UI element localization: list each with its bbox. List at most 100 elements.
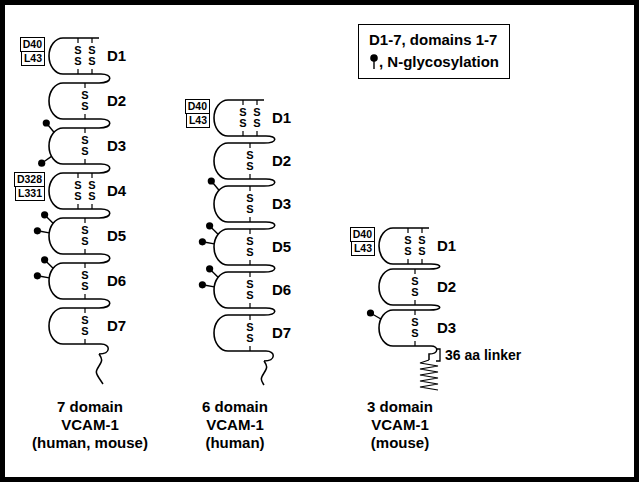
interdomain-segment bbox=[99, 119, 110, 128]
residue-box: D40 bbox=[20, 37, 45, 52]
residue-box: D328 bbox=[14, 172, 45, 187]
disulfide-label: S S bbox=[81, 90, 88, 112]
cytoplasmic-tail bbox=[261, 361, 266, 385]
linker-label: 36 aa linker bbox=[445, 347, 521, 364]
legend-row: , N-glycosylation bbox=[369, 51, 499, 73]
linker-bracket bbox=[436, 349, 440, 361]
disulfide-label: S S bbox=[81, 135, 88, 157]
disulfide-label: S S bbox=[246, 236, 253, 258]
domain-loop bbox=[214, 315, 266, 351]
domain-loop bbox=[379, 269, 431, 305]
domain-label: D7 bbox=[272, 324, 291, 342]
domain-loop bbox=[49, 308, 101, 344]
glycan-stick bbox=[373, 315, 381, 320]
domain-loop bbox=[214, 100, 266, 136]
domain-loop bbox=[214, 143, 266, 179]
residue-box: L331 bbox=[15, 186, 45, 201]
legend-row: D1-7, domains 1-7 bbox=[369, 29, 499, 51]
disulfide-label: S S bbox=[81, 315, 88, 337]
molecule-caption: VCAM-1 bbox=[61, 416, 119, 434]
interdomain-segment bbox=[264, 308, 275, 315]
glycan-stick bbox=[40, 231, 49, 233]
residue-box: L43 bbox=[21, 51, 45, 66]
residue-box: L43 bbox=[351, 241, 375, 256]
residue-label: L331 bbox=[16, 187, 44, 200]
domain-label: D7 bbox=[107, 317, 126, 335]
glycan-dot bbox=[206, 265, 213, 272]
interdomain-segment bbox=[99, 254, 110, 263]
residue-box: D40 bbox=[185, 99, 210, 114]
legend-text: , N-glycosylation bbox=[379, 51, 499, 73]
domain-label: D2 bbox=[107, 92, 126, 110]
interdomain-segment bbox=[99, 74, 110, 83]
glycan-dot bbox=[34, 227, 41, 234]
disulfide-label: S S bbox=[88, 180, 95, 202]
figure-frame bbox=[3, 3, 637, 480]
residue-label: D40 bbox=[186, 100, 209, 113]
domain-label: D3 bbox=[437, 319, 456, 337]
interdomain-segment bbox=[264, 222, 275, 229]
interdomain-segment bbox=[99, 164, 110, 173]
domain-label: D1 bbox=[107, 47, 126, 65]
molecule-caption: 7 domain bbox=[57, 398, 123, 416]
domain-loop bbox=[379, 310, 431, 346]
interdomain-segment bbox=[99, 299, 110, 308]
residue-label: D40 bbox=[21, 38, 44, 51]
domain-label: D5 bbox=[107, 227, 126, 245]
glycan-dot bbox=[367, 309, 374, 316]
legend-text: D1-7, domains 1-7 bbox=[369, 29, 497, 51]
residue-label: L43 bbox=[187, 114, 209, 127]
interdomain-segment bbox=[429, 264, 440, 269]
residue-box: D40 bbox=[350, 227, 375, 242]
legend-box: D1-7, domains 1-7, N-glycosylation bbox=[358, 24, 510, 79]
disulfide-label: S S bbox=[411, 317, 418, 339]
domain-label: D2 bbox=[437, 278, 456, 296]
glycan-dot bbox=[41, 256, 48, 263]
domain-loop bbox=[49, 218, 101, 254]
interdomain-segment bbox=[264, 179, 275, 186]
domain-loop bbox=[49, 263, 101, 299]
molecule-caption: (mouse) bbox=[371, 434, 429, 452]
disulfide-label: S S bbox=[88, 45, 95, 67]
disulfide-label: S S bbox=[239, 107, 246, 129]
disulfide-label: S S bbox=[404, 235, 411, 257]
disulfide-label: S S bbox=[246, 322, 253, 344]
domain-loop bbox=[379, 228, 431, 264]
domain-loop bbox=[49, 173, 101, 209]
residue-label: L43 bbox=[352, 242, 374, 255]
interdomain-segment bbox=[99, 209, 110, 218]
glycan-dot bbox=[38, 160, 45, 167]
domain-label: D5 bbox=[272, 238, 291, 256]
disulfide-label: S S bbox=[246, 150, 253, 172]
glycan-stick bbox=[47, 262, 53, 268]
interdomain-segment bbox=[429, 305, 440, 310]
glycan-dot bbox=[208, 177, 215, 184]
linker-segment bbox=[429, 346, 437, 360]
glycan-stick bbox=[212, 271, 218, 277]
cytoplasmic-tail bbox=[96, 354, 103, 384]
disulfide-label: S S bbox=[74, 180, 81, 202]
domain-loop bbox=[214, 272, 266, 308]
disulfide-label: S S bbox=[81, 225, 88, 247]
disulfide-label: S S bbox=[253, 107, 260, 129]
glycan-stick bbox=[213, 183, 219, 190]
domain-label: D2 bbox=[272, 152, 291, 170]
domain-label: D1 bbox=[437, 237, 456, 255]
glycan-symbol bbox=[369, 53, 379, 71]
glycan-dot bbox=[41, 211, 48, 218]
disulfide-label: S S bbox=[74, 45, 81, 67]
glycan-stick bbox=[44, 156, 51, 161]
disulfide-label: S S bbox=[418, 235, 425, 257]
glycan-stick bbox=[47, 217, 53, 223]
molecule-caption: 6 domain bbox=[202, 398, 268, 416]
molecule-caption: (human) bbox=[205, 434, 264, 452]
membrane-coil bbox=[420, 360, 438, 390]
residue-label: D328 bbox=[15, 173, 44, 186]
cytoplasmic-tail bbox=[99, 344, 108, 354]
disulfide-label: S S bbox=[246, 279, 253, 301]
residue-box: L43 bbox=[186, 113, 210, 128]
interdomain-segment bbox=[264, 136, 275, 143]
glycan-stick bbox=[205, 285, 214, 287]
domain-loop bbox=[214, 186, 266, 222]
